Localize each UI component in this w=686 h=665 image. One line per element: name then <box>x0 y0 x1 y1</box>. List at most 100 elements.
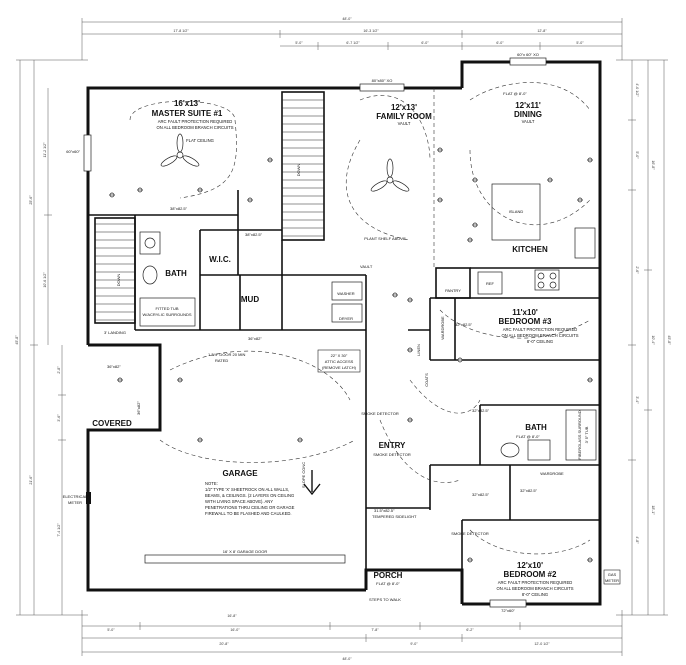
door-entry-label: 31.5"x82.5" <box>374 508 395 513</box>
dim-left-d: 10'-6 1/2" <box>43 272 47 288</box>
slope-label: SLOPE CONC <box>301 462 306 488</box>
plant-shelf-label: PLANT SHELF ABOVE <box>364 236 406 241</box>
refrigerator <box>477 271 503 295</box>
dim-b3-b: 16'-0" <box>230 628 240 632</box>
dim-b2-c: 12'-0 1/2" <box>534 642 550 646</box>
toilet-master <box>142 265 158 285</box>
coats-label: COATS <box>424 373 429 387</box>
master-note-1: ARC FAULT PROTECTION REQUIRED <box>158 119 233 124</box>
dim-n8: 4'-8" <box>635 536 639 544</box>
receptacles <box>109 147 593 563</box>
garage-name: GARAGE <box>222 469 258 478</box>
wic-name: W.I.C. <box>209 255 231 264</box>
master-ceiling: FLAT CEILING <box>186 138 214 143</box>
linen-label: LINEN <box>416 344 421 356</box>
dryer <box>331 303 363 323</box>
steps-label: STEPS TO WALK <box>369 597 401 602</box>
elec-meter-label-2: METER <box>68 500 82 505</box>
attic-label-3: (REMOVE LATCH) <box>322 365 357 370</box>
family-name: FAMILY ROOM <box>376 112 432 121</box>
dim-top-right: 12'-8" <box>537 29 547 33</box>
attic-label-1: 22" X 30" <box>331 353 348 358</box>
room-master: 16'x13' MASTER SUITE #1 ARC FAULT PROTEC… <box>152 99 234 143</box>
stairs-master <box>95 223 135 321</box>
ceiling-fan-icon <box>370 158 410 192</box>
kitchen-name: KITCHEN <box>512 245 548 254</box>
garage-note-line: FIREWALL TO BE FLASHED AND CAULKED. <box>205 511 292 516</box>
flat-vault-label: FLAT @ 8'-0" <box>503 91 527 96</box>
window-master-label: 60"x60" <box>66 149 80 154</box>
dim-top-total: 48'-0" <box>342 17 352 21</box>
vanity-bath2 <box>527 439 551 461</box>
tub2-label: 3' 5" TUB <box>584 426 589 443</box>
attic-access: 22" X 30" ATTIC ACCESS (REMOVE LATCH) <box>317 349 361 373</box>
room-garage: GARAGE NOTE: 1/2" TYPE 'X' SHEETROCK ON … <box>144 469 346 564</box>
dim-n5: 5'-0" <box>635 151 639 159</box>
bed2-note-1: ARC FAULT PROTECTION REQUIRED <box>498 580 573 585</box>
fire-door-label: 1 3/4" DOOR 20 MIN <box>208 352 246 357</box>
dim-b3-a: 5'-0" <box>107 628 115 632</box>
ref-label: REF <box>486 281 495 286</box>
room-dining: 12'x11' DINING VAULT FLAT @ 8'-0" <box>503 91 542 124</box>
dim-n6: 2'-6" <box>635 266 639 274</box>
smoke-hall: SMOKE DETECTOR <box>361 411 399 416</box>
garage-note-line: PENETRATIONS THRU CEILING OR GARAGE <box>205 505 295 510</box>
porch-flat: FLAT @ 8'-0" <box>376 581 400 586</box>
bathtub-master <box>139 297 196 327</box>
attic-label-2: ATTIC ACCESS <box>325 359 354 364</box>
bed3-note-1: ARC FAULT PROTECTION REQUIRED <box>503 327 578 332</box>
master-note-2: ON ALL BEDROOM BRANCH CIRCUITS <box>156 125 233 130</box>
dining-vault: VAULT <box>522 119 535 124</box>
dim-t2-b: 6'-7 1/2" <box>346 41 360 45</box>
dryer-label: DRYER <box>339 316 353 321</box>
dim-n2: 3'-6" <box>57 414 61 422</box>
dim-t2-c: 6'-0" <box>421 41 429 45</box>
fire-door-label-2: RATED <box>215 358 228 363</box>
garage-note-line: WITH LIVING SPACE ABOVE). ANY <box>205 499 273 504</box>
tempered-sidelight-label: TEMPERED SIDELIGHT <box>372 514 417 519</box>
dim-t2-d: 6'-0" <box>496 41 504 45</box>
bed3-size: 11'x10' <box>512 308 538 317</box>
kitchen-sink <box>574 227 596 259</box>
tub-label-2: W/ACRYLIC SURROUNDS <box>142 312 191 317</box>
vault-dash-label: VAULT <box>360 264 373 269</box>
door-covered-label: 36"x82" <box>136 401 141 415</box>
dim-right-c: 18'-1" <box>651 505 655 515</box>
dim-b2-a: 20'-8" <box>219 642 229 646</box>
entry-arrow-icon <box>303 470 321 496</box>
kitchen-island <box>491 183 541 241</box>
dim-right-total: 45'-8" <box>667 335 671 345</box>
toilet-bath2 <box>500 442 520 458</box>
dim-right-b: 10'-4" <box>651 335 655 345</box>
flat-bath-label: FLAT @ 8'-0" <box>516 434 540 439</box>
dim-n1: 2'-8" <box>57 366 61 374</box>
master-bath-name: BATH <box>165 269 187 278</box>
covered-name: COVERED <box>92 419 132 428</box>
family-vault: VAULT <box>398 121 411 126</box>
fire-door: 1 3/4" DOOR 20 MIN RATED <box>208 352 246 363</box>
window-bed2-label: 72"x60" <box>501 608 515 613</box>
dining-name: DINING <box>514 110 542 119</box>
smoke-entry: SMOKE DETECTOR <box>373 452 411 457</box>
porch-name: PORCH <box>374 571 403 580</box>
pantry-name: PANTRY <box>445 288 461 293</box>
door-landing-label: 36"x82" <box>107 364 121 369</box>
wardrobe3-label: WARDROBE <box>440 316 445 340</box>
dim-n7: 3'-4" <box>635 396 639 404</box>
dim-b2-b: 9'-0" <box>410 642 418 646</box>
electrical-wiring <box>129 82 591 555</box>
family-size: 12'x13' <box>391 103 417 112</box>
dim-t2-e: 5'-0" <box>576 41 584 45</box>
dining-size: 12'x11' <box>515 101 541 110</box>
room-family: 12'x13' FAMILY ROOM VAULT <box>376 103 432 126</box>
garage-door-label: 16' X 8' GARAGE DOOR <box>223 549 268 554</box>
dim-garage: 16'-8" <box>227 614 237 618</box>
dim-left-total: 45'-8" <box>15 335 19 345</box>
washer-label: WASHER <box>337 291 355 296</box>
dim-top-left: 17'-8 1/2" <box>173 29 189 33</box>
stairs-down-label: DOWN <box>296 164 301 177</box>
dim-right-a: 16'-8" <box>651 160 655 170</box>
electrical-meter: ELECTRICAL METER <box>63 492 91 505</box>
master-name: MASTER SUITE #1 <box>152 109 223 118</box>
